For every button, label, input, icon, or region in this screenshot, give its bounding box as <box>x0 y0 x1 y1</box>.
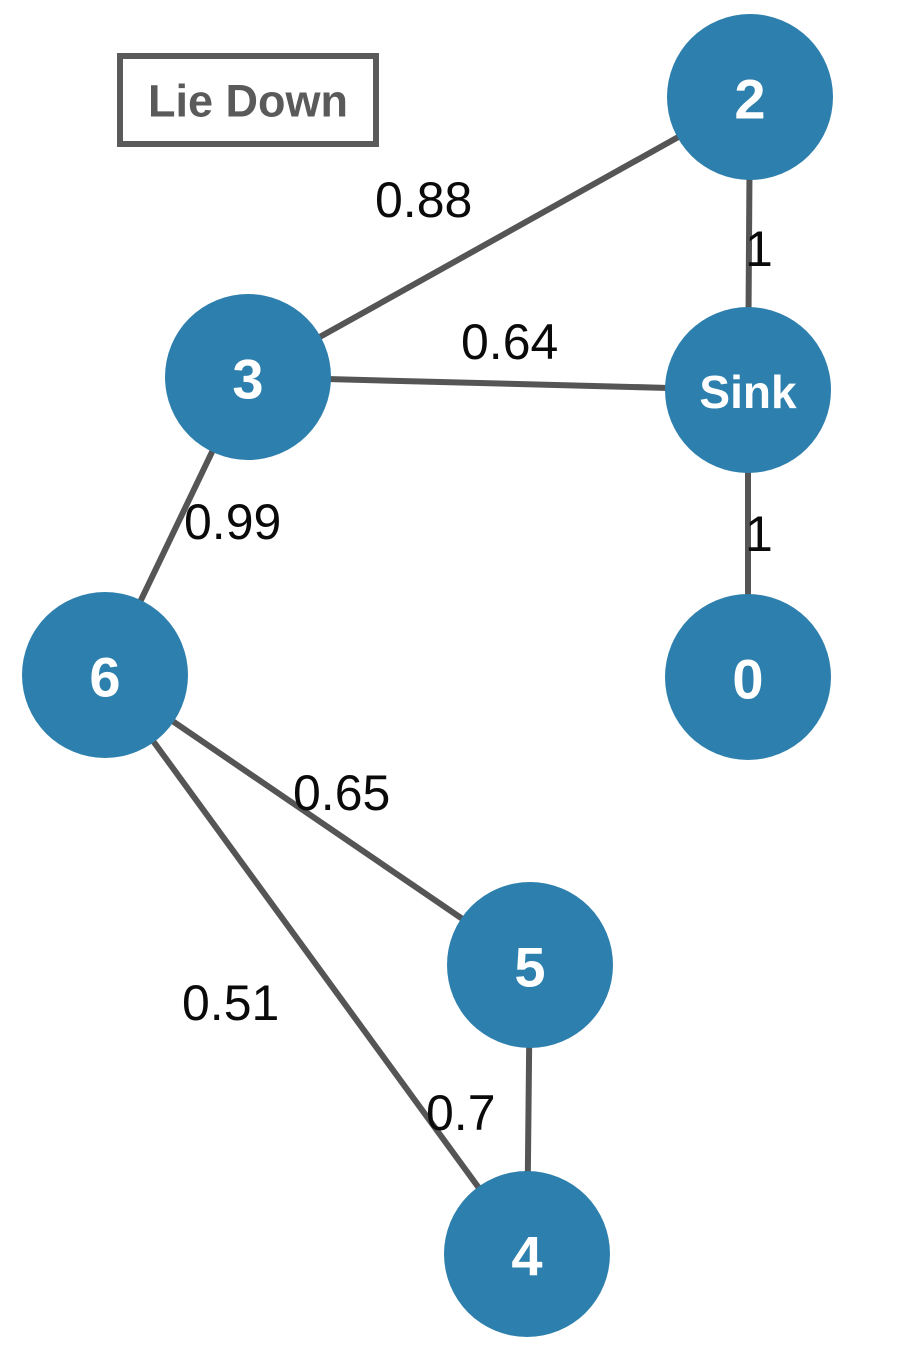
edge-weight-label: 1 <box>745 221 773 277</box>
edge-weight-label: 1 <box>745 506 773 562</box>
edge-weight-label: 0.65 <box>293 765 390 821</box>
node-circle[interactable] <box>447 882 613 1048</box>
node-circle[interactable] <box>665 307 831 473</box>
legend-label: Lie Down <box>148 76 348 127</box>
node-label: 2 <box>734 68 765 131</box>
node-circle[interactable] <box>665 594 831 760</box>
graph-node-5[interactable]: 5 <box>447 882 613 1048</box>
graph-edge <box>168 717 467 923</box>
graph-node-3[interactable]: 3 <box>165 294 331 460</box>
node-label: 5 <box>514 936 545 999</box>
node-label: Sink <box>699 366 797 418</box>
graph-node-0[interactable]: 0 <box>665 594 831 760</box>
graph-edge <box>524 1043 533 1176</box>
node-label: 0 <box>732 648 763 711</box>
graph-edge <box>315 132 683 342</box>
graph-edge <box>326 376 670 391</box>
node-circle[interactable] <box>444 1171 610 1337</box>
edge-weight-label: 0.7 <box>426 1085 496 1141</box>
node-circle[interactable] <box>165 294 331 460</box>
legend-box <box>117 53 379 147</box>
graph-node-2[interactable]: 2 <box>667 14 833 180</box>
legend: Lie Down <box>117 53 379 147</box>
edge-weight-label: 0.51 <box>182 975 279 1031</box>
graph-node-sink[interactable]: Sink <box>665 307 831 473</box>
node-circle[interactable] <box>667 14 833 180</box>
node-label: 3 <box>232 348 263 411</box>
edge-weight-label: 0.88 <box>375 172 472 228</box>
edges-layer <box>136 132 753 1192</box>
edge-weight-label: 0.64 <box>461 314 558 370</box>
graph-node-6[interactable]: 6 <box>22 592 188 758</box>
graph-edge <box>149 737 483 1192</box>
graph-edge <box>136 446 217 606</box>
node-label: 4 <box>511 1225 542 1288</box>
graph-node-4[interactable]: 4 <box>444 1171 610 1337</box>
edge-labels-layer: 0.88 1 0.64 1 0.99 0.65 0.51 0.7 <box>182 172 773 1141</box>
graph-edge <box>745 175 753 312</box>
node-circle[interactable] <box>22 592 188 758</box>
edge-weight-label: 0.99 <box>184 494 281 550</box>
node-label: 6 <box>89 646 120 709</box>
